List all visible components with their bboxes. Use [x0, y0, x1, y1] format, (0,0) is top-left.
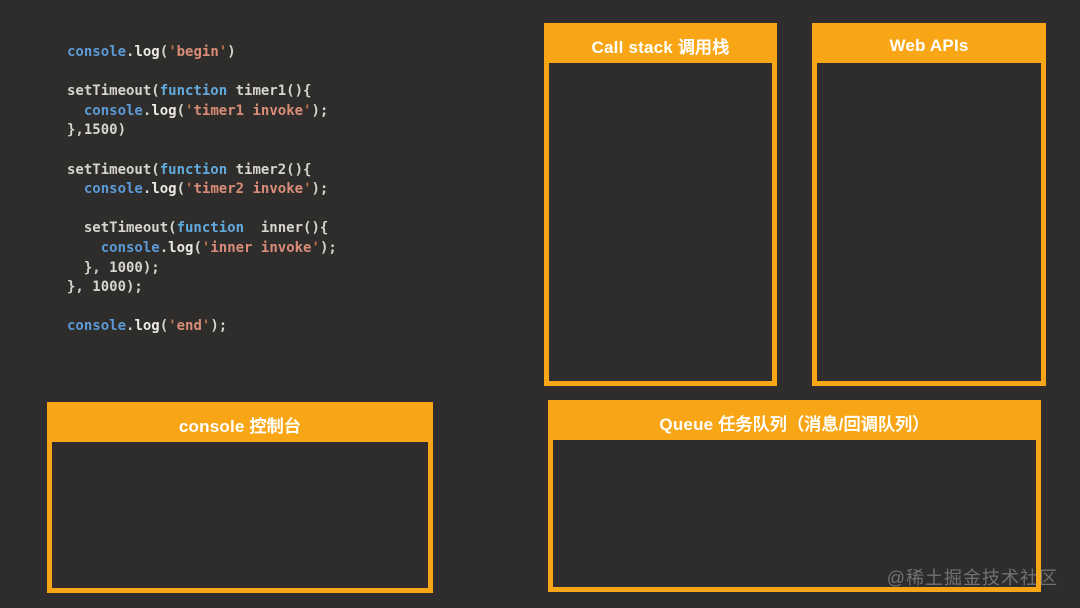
code-block: console.log('begin') setTimeout(function… — [67, 43, 337, 337]
code-line: },1500) — [67, 122, 127, 139]
code-line: }, 1000); — [67, 279, 143, 296]
code-line: console.log('timer1 invoke'); — [83, 102, 329, 119]
call-stack-title: Call stack 调用栈 — [591, 38, 730, 57]
code-line — [67, 298, 337, 318]
console-panel: console 控制台 — [47, 402, 433, 593]
web-apis-title: Web APIs — [889, 35, 969, 55]
web-apis-panel: Web APIs — [812, 23, 1046, 386]
code-line — [67, 63, 337, 83]
watermark: @稀土掘金技术社区 — [886, 568, 1058, 588]
code-line — [67, 141, 337, 161]
queue-title: Queue 任务队列（消息/回调队列） — [659, 415, 930, 434]
code-line: setTimeout(function inner(){ — [67, 220, 329, 237]
code-line: console.log('begin') — [67, 44, 236, 60]
code-line: setTimeout(function timer1(){ — [67, 83, 312, 100]
call-stack-header: Call stack 调用栈 — [549, 28, 772, 63]
code-line — [67, 200, 337, 220]
code-line: console.log('inner invoke'); — [100, 239, 337, 256]
call-stack-panel: Call stack 调用栈 — [544, 23, 777, 386]
console-header: console 控制台 — [52, 407, 428, 442]
queue-panel: Queue 任务队列（消息/回调队列） — [548, 400, 1041, 592]
code-line: console.log('end'); — [67, 318, 228, 335]
queue-header: Queue 任务队列（消息/回调队列） — [553, 405, 1036, 440]
console-title: console 控制台 — [178, 417, 302, 436]
code-line: }, 1000); — [67, 259, 160, 276]
web-apis-header: Web APIs — [817, 28, 1041, 63]
code-line: console.log('timer2 invoke'); — [83, 181, 329, 198]
code-line: setTimeout(function timer2(){ — [67, 161, 312, 178]
